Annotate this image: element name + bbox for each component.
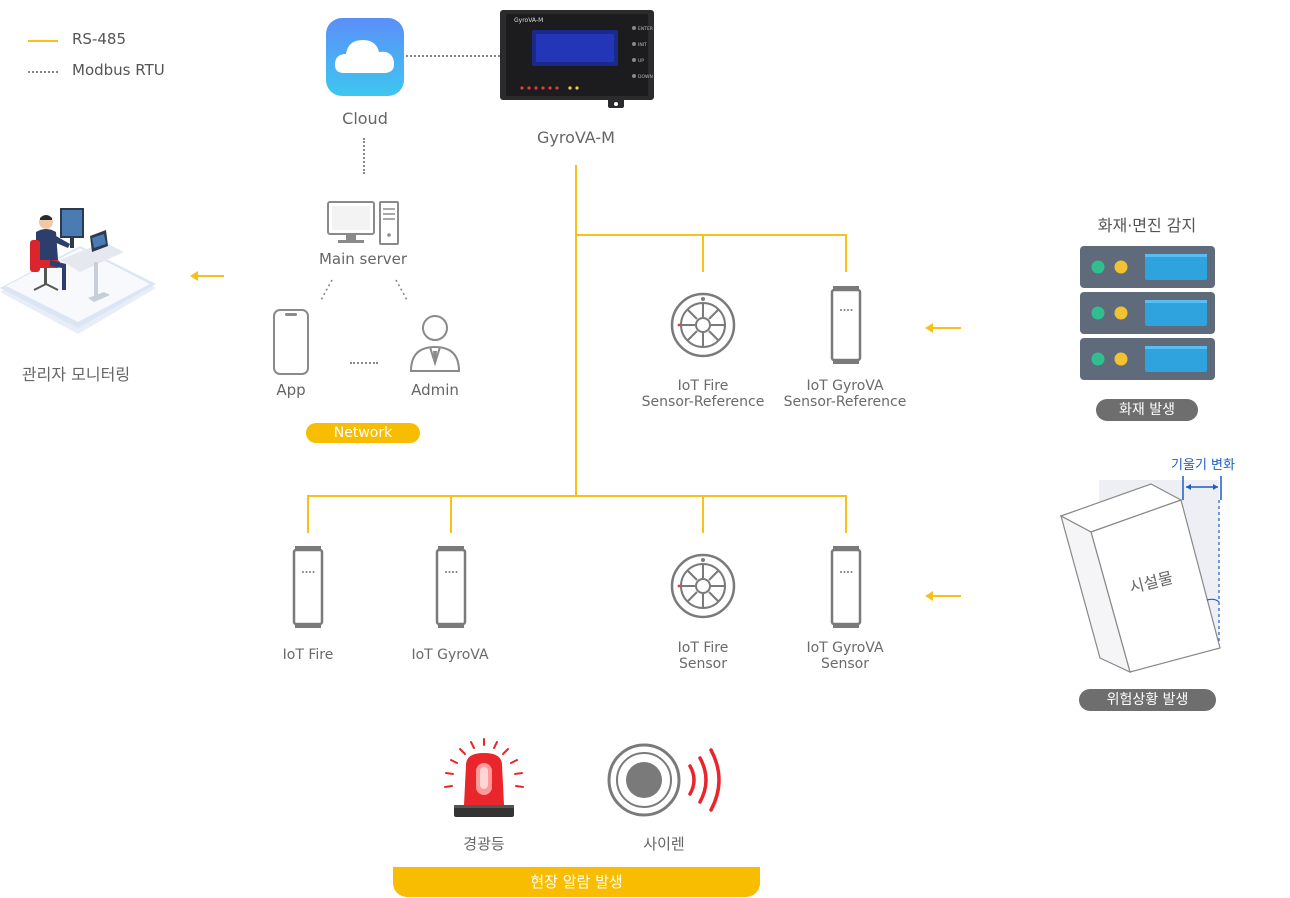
rs485-drop-3 [702, 495, 704, 533]
iot-fire-device-icon [292, 546, 324, 628]
rs485-branch-lower [307, 495, 847, 497]
device-btn-down: DOWN [638, 74, 653, 80]
device-btn-init: INIT [638, 42, 647, 48]
network-badge: Network [306, 423, 420, 443]
legend-rs485-swatch [28, 40, 58, 42]
fire-detect-title: 화재·면진 감지 [1097, 216, 1197, 235]
siren-icon [607, 743, 721, 817]
admin-label: Admin [411, 381, 459, 399]
main-server-label: Main server [318, 250, 408, 268]
gyrova-m-label: GyroVA-M [537, 128, 615, 147]
iot-gyrova-label: IoT GyroVA [411, 647, 489, 663]
modbus-link-cloud-server [363, 138, 365, 174]
ref-gyrova-label-line1: IoT GyroVA [806, 378, 884, 394]
ref-fire-label: IoT Fire Sensor-Reference [633, 378, 773, 410]
rs485-drop-4 [845, 495, 847, 533]
tilt-title: 기울기 변화 [1171, 458, 1235, 473]
rs485-branch-upper [576, 234, 847, 236]
ref-gyrova-label: IoT GyroVA Sensor-Reference [775, 378, 915, 410]
app-admin-link [350, 362, 378, 364]
network-links [319, 279, 409, 303]
gyrova-sensor-label: IoT GyroVA Sensor [775, 640, 915, 672]
app-label: App [276, 381, 306, 399]
gyrova-sensor-icon [830, 546, 862, 628]
cloud-icon [326, 18, 404, 96]
admin-monitoring-illustration [0, 208, 156, 334]
server-rack-icon [1080, 246, 1215, 380]
arrow-tilt-to-sensor [925, 591, 961, 601]
arrow-to-monitoring [190, 271, 224, 281]
ref-fire-label-line2: Sensor-Reference [641, 394, 765, 410]
fire-badge: 화재 발생 [1096, 399, 1198, 421]
cloud-label: Cloud [342, 109, 388, 128]
fire-sensor-label-line1: IoT Fire [677, 640, 729, 656]
rs485-drop-ref-fire [702, 234, 704, 272]
iot-fire-label: IoT Fire [282, 647, 334, 663]
modbus-link-cloud-device [406, 55, 500, 57]
legend-rs485-label: RS-485 [72, 30, 126, 48]
rs485-drop-2 [450, 495, 452, 533]
main-server-icon [327, 201, 399, 245]
device-btn-up: UP [638, 58, 644, 64]
rs485-drop-1 [307, 495, 309, 533]
danger-badge: 위험상황 발생 [1079, 689, 1216, 711]
device-screen-title: GyroVA-M [514, 17, 543, 24]
legend-modbus-label: Modbus RTU [72, 61, 165, 79]
app-phone-icon [273, 309, 309, 375]
iot-gyrova-device-icon [435, 546, 467, 628]
rs485-trunk [575, 165, 577, 497]
alarm-badge: 현장 알람 발생 [393, 867, 760, 897]
fire-sensor-reference-icon [670, 292, 736, 358]
tilt-building-illustration: 시설물 [1059, 476, 1222, 674]
beacon-icon [444, 738, 524, 817]
fire-sensor-label-line2: Sensor [679, 656, 727, 672]
fire-sensor-icon [670, 553, 736, 619]
siren-label: 사이렌 [643, 835, 685, 853]
gyrova-m-device: GyroVA-M ENTER INIT UP DOWN [500, 10, 654, 108]
admin-monitoring-label: 관리자 모니터링 [21, 365, 131, 384]
arrow-fire-to-ref [925, 323, 961, 333]
gyrova-sensor-label-line1: IoT GyroVA [806, 640, 884, 656]
admin-user-icon [409, 315, 461, 372]
beacon-label: 경광등 [463, 835, 505, 853]
device-btn-enter: ENTER [638, 26, 653, 32]
ref-gyrova-label-line2: Sensor-Reference [783, 394, 907, 410]
rs485-drop-ref-gyrova [845, 234, 847, 272]
gyrova-sensor-reference-icon [830, 286, 862, 364]
fire-sensor-label: IoT Fire Sensor [633, 640, 773, 672]
ref-fire-label-line1: IoT Fire [677, 378, 729, 394]
legend-modbus-swatch [28, 71, 58, 73]
gyrova-sensor-label-line2: Sensor [821, 656, 869, 672]
